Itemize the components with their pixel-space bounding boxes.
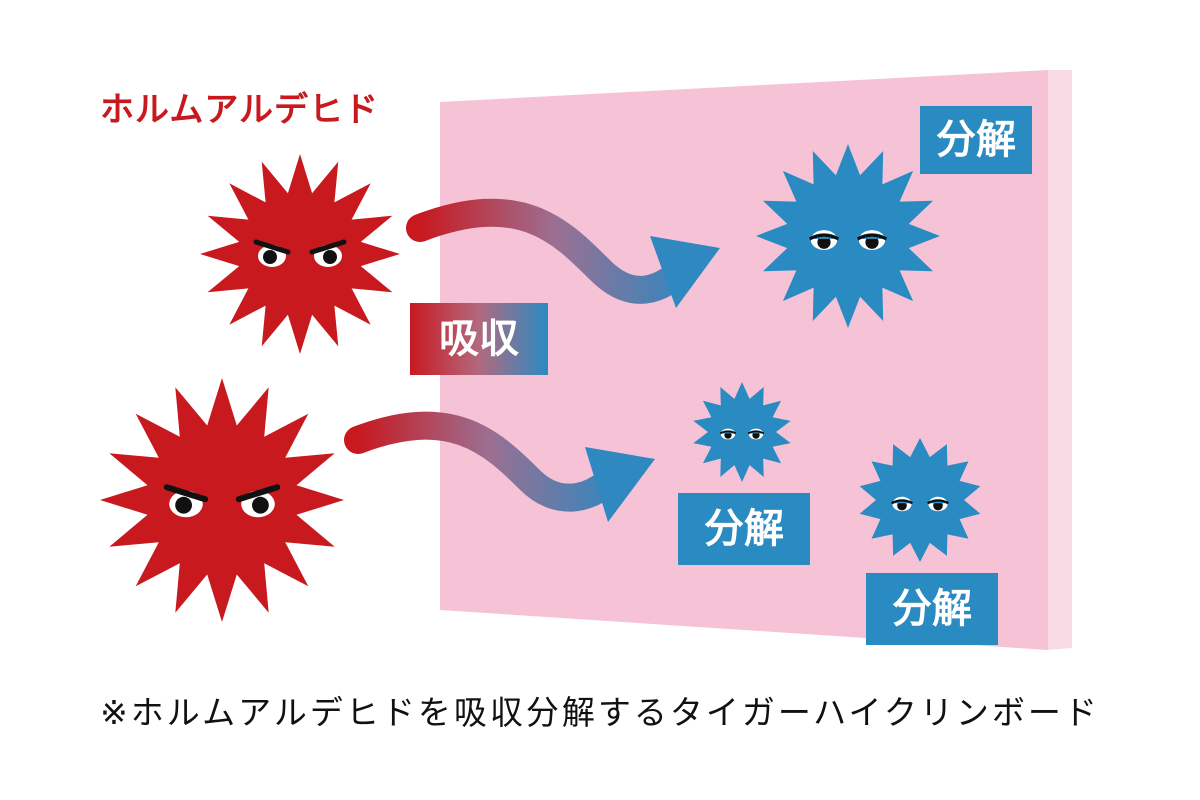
red-germ-body: [200, 154, 400, 354]
blue-germ-right-eye: [747, 428, 765, 440]
red-germ-left-eye: [163, 484, 209, 518]
absorb-badge: 吸収: [410, 303, 548, 375]
decompose-badge-top: 分解: [920, 106, 1032, 174]
red-germ-body: [100, 378, 344, 622]
blue-germ-left-eye: [719, 428, 737, 440]
red-germ-left-eye: [253, 239, 291, 267]
blue-germ-right-eye: [927, 496, 949, 512]
arrow-bottom: [344, 411, 655, 522]
blue-germ-left-eye: [808, 230, 840, 250]
red-germ-bottom: [100, 378, 344, 622]
red-germ-right-eye: [309, 239, 347, 267]
blue-germ-top-right: [756, 144, 940, 328]
blue-germ-small-middle: [693, 382, 791, 482]
board-side-edge: [1048, 70, 1072, 650]
blue-germ-body: [756, 144, 940, 328]
red-germ-right-eye: [235, 484, 281, 518]
caption-text: ※ホルムアルデヒドを吸収分解するタイガーハイクリンボード: [100, 693, 1100, 732]
decompose-badge-bottom: 分解: [866, 573, 998, 645]
red-germ-top: [200, 154, 400, 354]
blue-germ-right-eye: [856, 230, 888, 250]
blue-germ-body: [693, 382, 791, 482]
blue-germ-left-eye: [891, 496, 913, 512]
arrow-top: [406, 198, 720, 308]
blue-germ-bottom-right: [859, 438, 981, 562]
decompose-badge-middle: 分解: [678, 493, 810, 565]
formaldehyde-label: ホルムアルデヒド: [100, 90, 379, 130]
blue-germ-body: [859, 438, 981, 562]
